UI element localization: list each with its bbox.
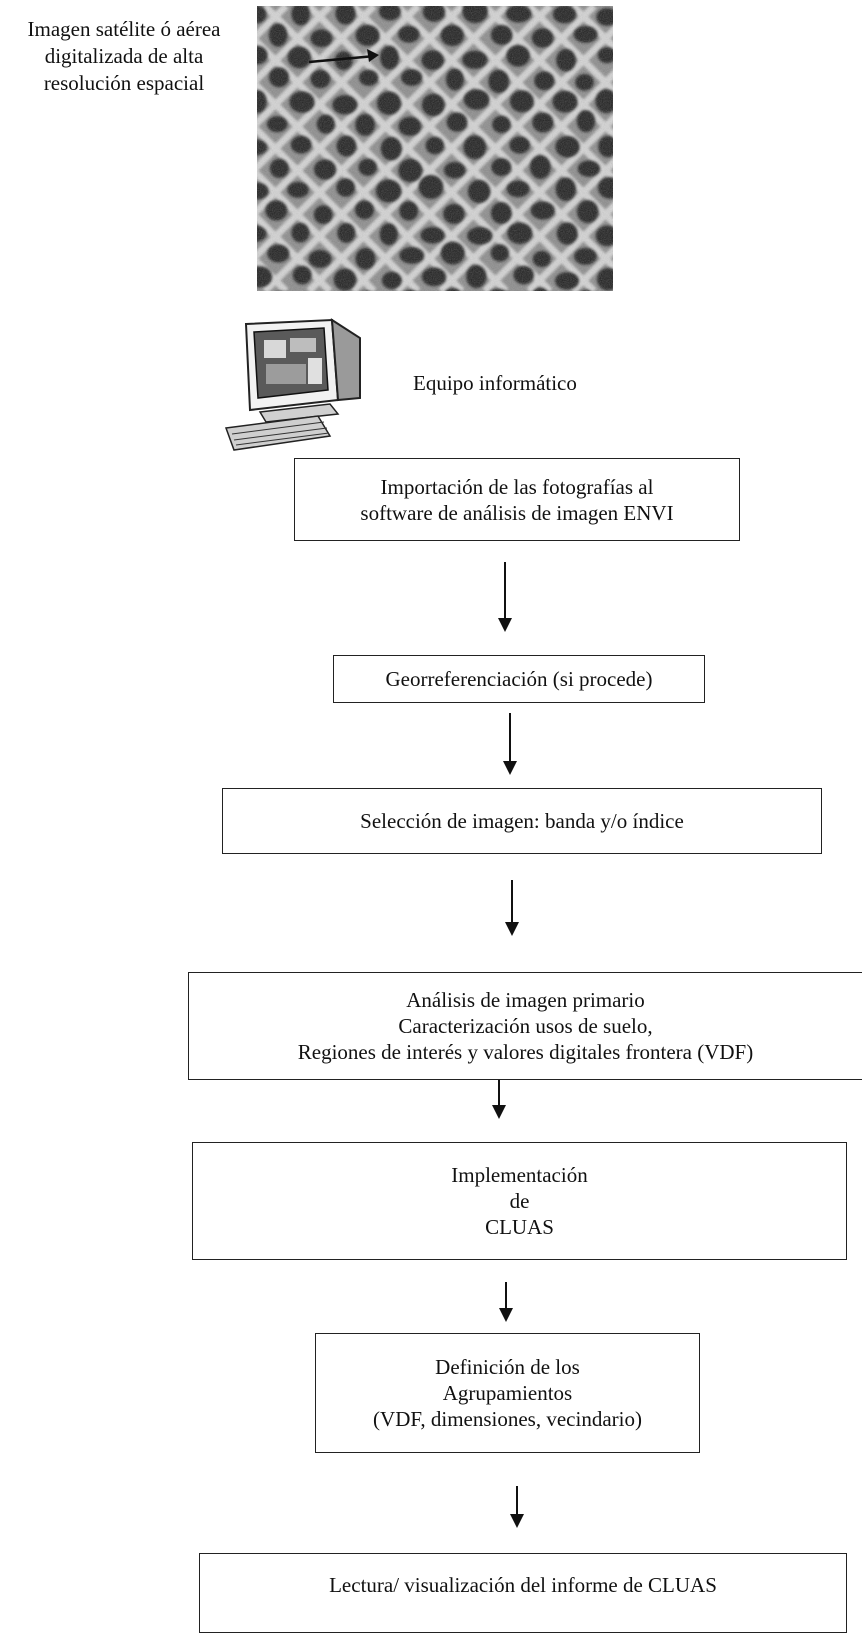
satellite-image: [257, 6, 613, 291]
step-line: Importación de las fotografías al: [380, 474, 654, 499]
step-primary-analysis-box: Análisis de imagen primario Caracterizac…: [188, 972, 862, 1080]
step-line: (VDF, dimensiones, vecindario): [373, 1407, 642, 1431]
flow-arrow: [510, 1486, 524, 1528]
step-line: Selección de imagen: banda y/o índice: [360, 809, 684, 833]
equipment-label: Equipo informático: [413, 371, 577, 395]
flow-arrow: [499, 1282, 513, 1322]
flow-arrow: [492, 1080, 506, 1119]
step-line: Caracterización usos de suelo,: [398, 1014, 653, 1038]
step-georeference-box: Georreferenciación (si procede): [333, 655, 705, 703]
step-line: Georreferenciación (si procede): [385, 667, 653, 691]
flow-arrow: [505, 880, 519, 936]
step-cluas-implementation-box: Implementación de CLUAS: [192, 1142, 847, 1260]
step-line: software de análisis de imagen ENVI: [360, 500, 674, 525]
step-image-selection-box: Selección de imagen: banda y/o índice: [222, 788, 822, 854]
source-label-line: digitalizada de alta: [44, 44, 204, 68]
step-grouping-definition-box: Definición de los Agrupamientos (VDF, di…: [315, 1333, 700, 1453]
step-line: Implementación: [451, 1163, 588, 1187]
step-line: Agrupamientos: [442, 1381, 573, 1405]
step-line: Regiones de interés y valores digitales …: [297, 1040, 754, 1064]
step-line: de: [509, 1189, 530, 1213]
flow-arrow: [498, 562, 512, 632]
step-import-box: Importación de las fotografías al softwa…: [294, 458, 740, 541]
flow-arrow: [503, 713, 517, 775]
source-label: Imagen satélite ó aérea digitalizada de …: [6, 16, 242, 97]
step-report-box: Lectura/ visualización del informe de CL…: [199, 1553, 847, 1633]
step-line: Análisis de imagen primario: [406, 988, 645, 1012]
step-line: Definición de los: [435, 1355, 580, 1379]
source-label-line: Imagen satélite ó aérea: [27, 17, 221, 41]
step-line: CLUAS: [485, 1215, 554, 1239]
step-line: Lectura/ visualización del informe de CL…: [329, 1573, 717, 1597]
computer-icon: [224, 318, 361, 451]
source-label-line: resolución espacial: [43, 71, 205, 95]
